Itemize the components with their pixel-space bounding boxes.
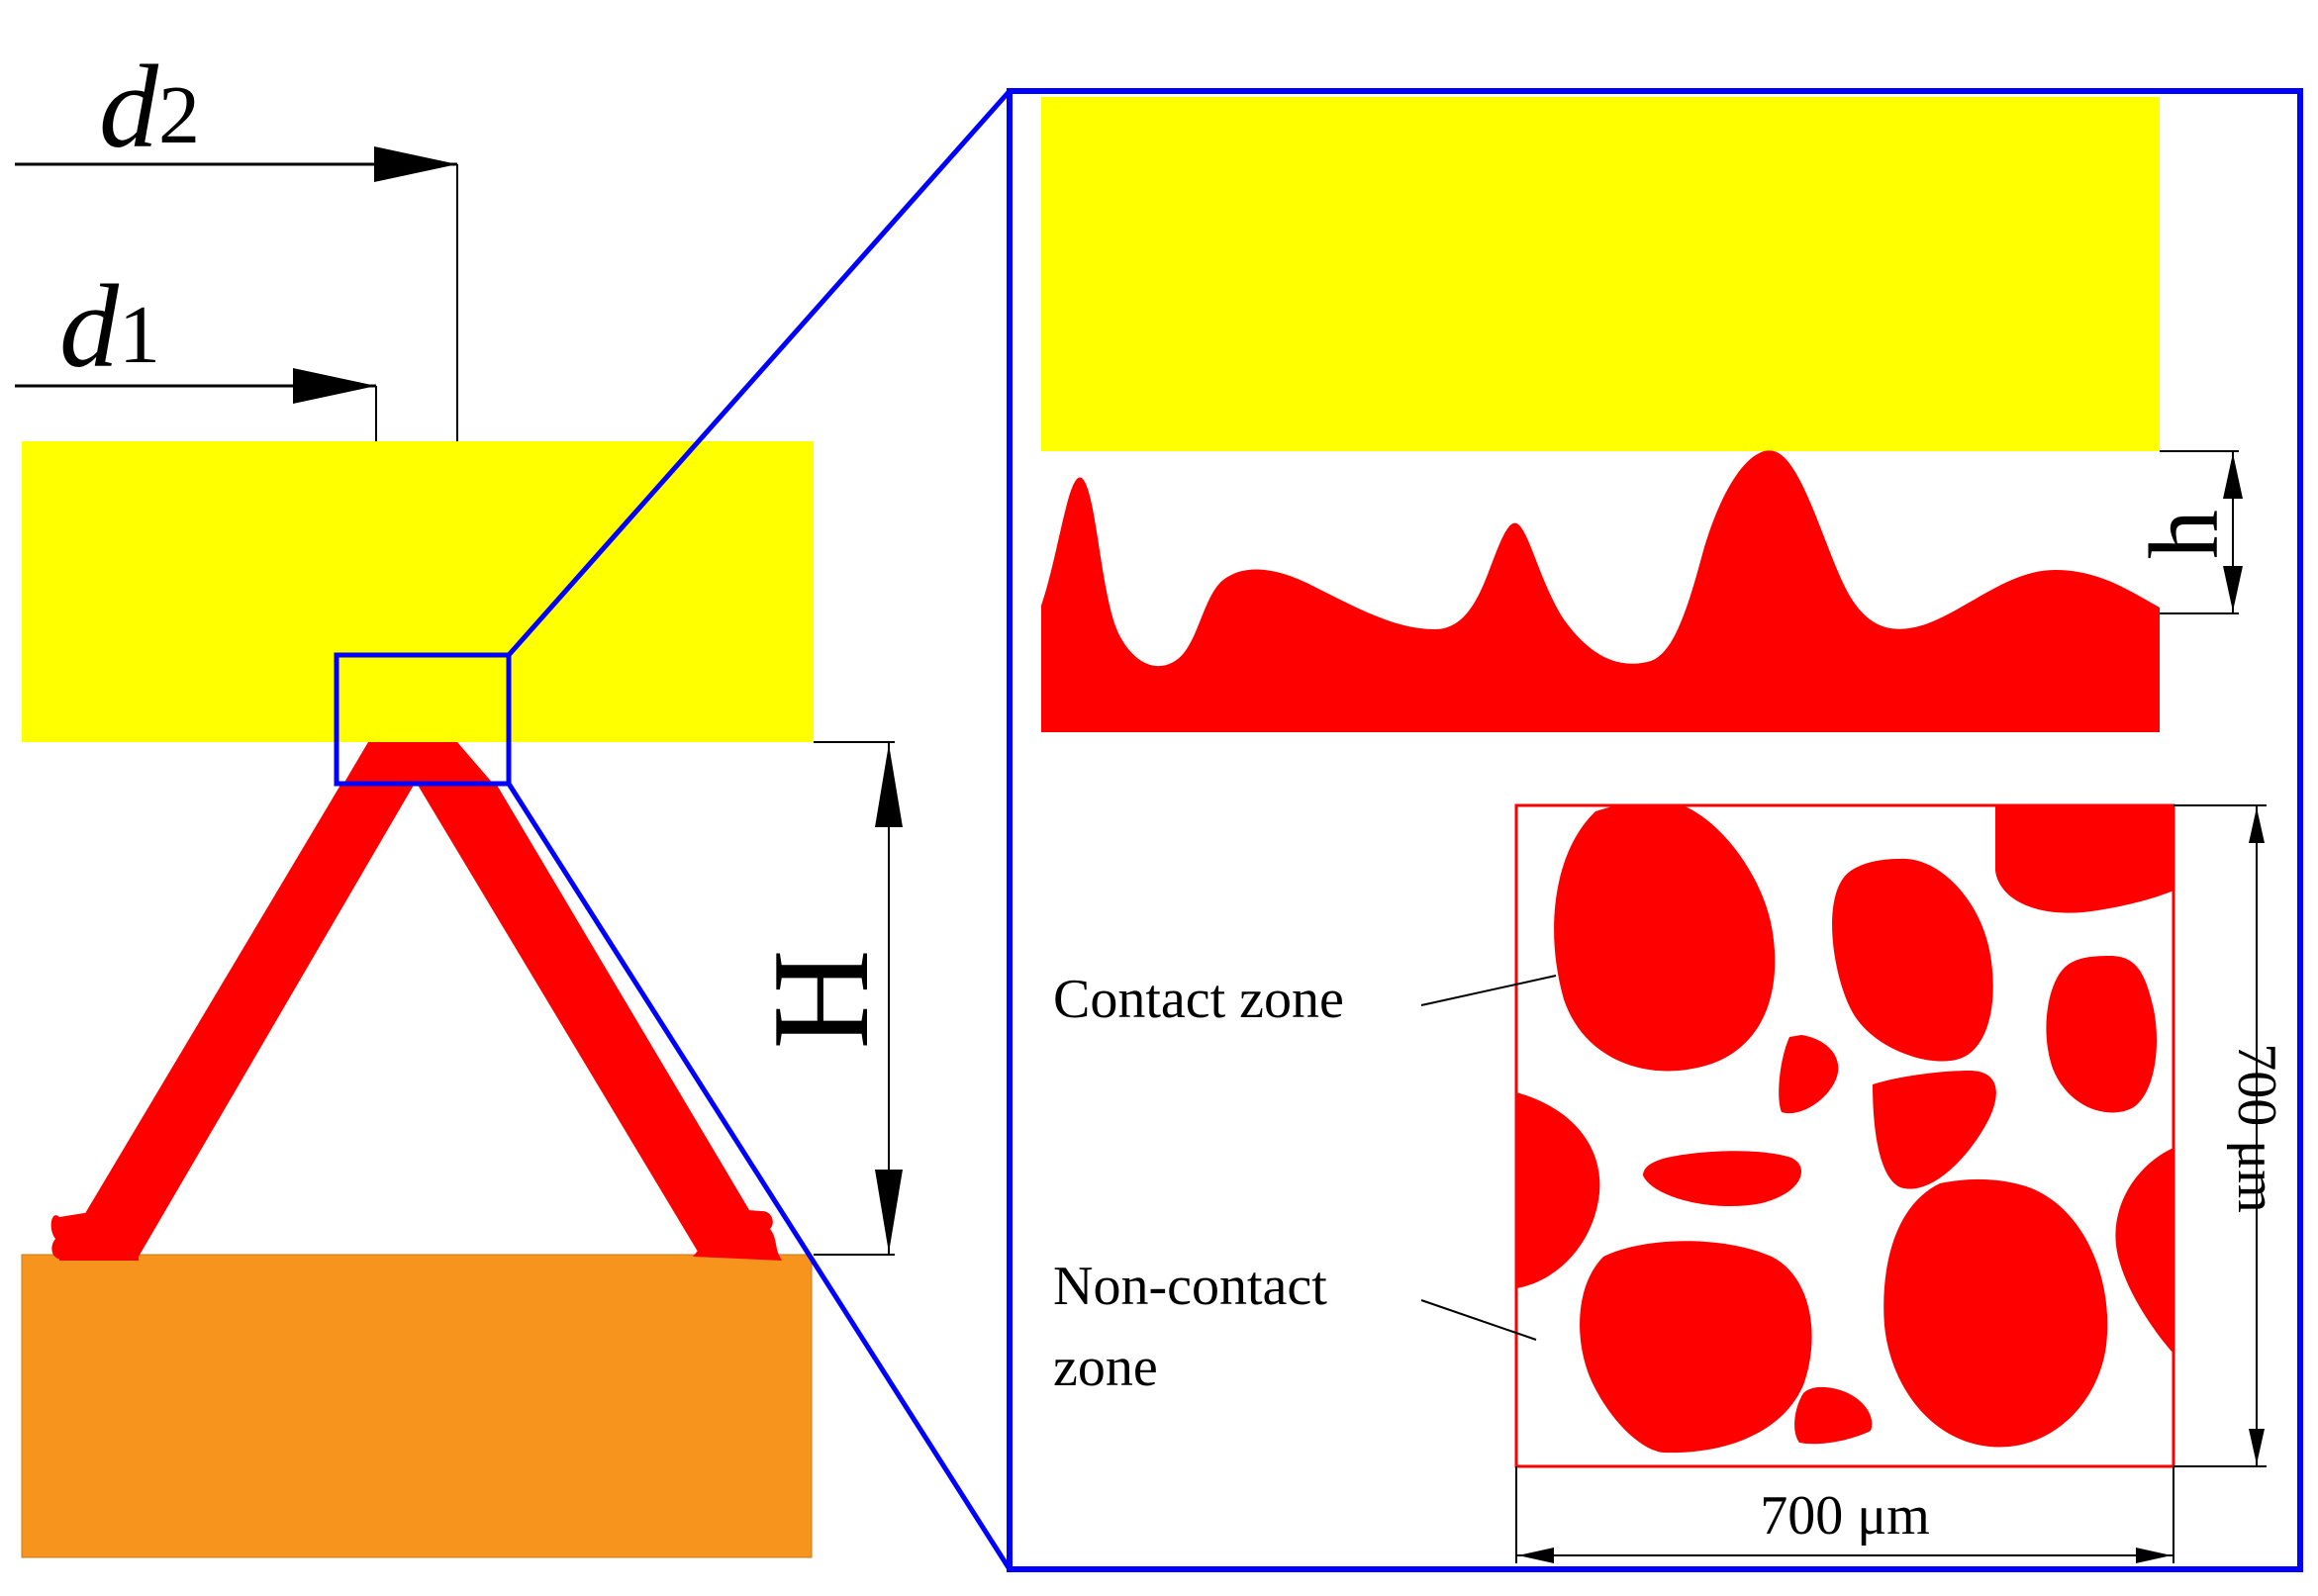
- contact-patch-9: [2115, 1148, 2173, 1354]
- contact-map: [1514, 803, 2175, 1468]
- non-contact-zone-leader: [1420, 1299, 1537, 1341]
- zoom-upper-plate: [1041, 97, 2160, 451]
- contact-patch-6: [1873, 1071, 1996, 1189]
- d2-dimension: d2: [15, 41, 458, 441]
- h-dimension: h: [2129, 450, 2243, 614]
- d2-label: d2: [99, 41, 200, 172]
- h-top-arrowhead: [2223, 453, 2243, 499]
- upper-plate: [22, 441, 814, 742]
- H-label: H: [744, 949, 898, 1049]
- contact-patch-4: [2046, 956, 2158, 1113]
- d1-label: d1: [59, 260, 160, 392]
- hdim-label: 700 μm: [1760, 1485, 1930, 1547]
- h-label: h: [2129, 510, 2239, 559]
- vdim-top-arrowhead: [2249, 807, 2265, 843]
- tip-apex: [342, 742, 495, 786]
- d2-arrowhead: [374, 146, 457, 182]
- contact-patch-7: [1516, 1092, 1600, 1288]
- contact-map-border: [1514, 803, 2175, 1468]
- non-contact-zone-label-2: zone: [1053, 1337, 1158, 1398]
- H-dimension: H: [744, 741, 903, 1256]
- zoom-line-top: [507, 89, 1012, 657]
- contact-patch-3: [1832, 858, 1993, 1062]
- contact-patch-8: [1643, 1151, 1801, 1207]
- contact-patch-11: [1580, 1241, 1812, 1454]
- surface-profile: [1041, 450, 2160, 732]
- h-bottom-arrowhead: [2223, 566, 2243, 611]
- horizontal-700um-dimension: 700 μm: [1515, 1466, 2174, 1563]
- d1-arrowhead: [293, 368, 376, 404]
- tip-left-leg: [59, 782, 416, 1257]
- contact-patch-10: [1883, 1178, 2108, 1448]
- contact-patch-1: [1554, 805, 1776, 1072]
- tip-right-foot-bulge: [693, 1209, 782, 1261]
- tip-left-foot-bulge: [50, 1209, 109, 1260]
- contact-patch-2: [1995, 805, 2173, 913]
- d1-dimension: d1: [15, 260, 377, 441]
- tip-right-leg: [416, 782, 777, 1257]
- zoom-line-bottom: [506, 782, 1013, 1571]
- contact-patch-12: [1794, 1386, 1873, 1445]
- contact-zone-label: Contact zone: [1053, 969, 1344, 1030]
- H-bottom-arrowhead: [875, 1170, 903, 1253]
- hdim-left-arrowhead: [1518, 1548, 1554, 1563]
- vertical-700um-dimension: 700 μm: [2173, 804, 2287, 1467]
- contact-patch-5: [1779, 1035, 1839, 1114]
- contact-zone-leader: [1420, 975, 1557, 1006]
- tip-structure: [50, 742, 782, 1261]
- lower-plate: [21, 1254, 813, 1558]
- H-top-arrowhead: [875, 744, 903, 827]
- non-contact-zone-label-1: Non-contact: [1053, 1256, 1327, 1317]
- hdim-right-arrowhead: [2136, 1548, 2172, 1563]
- vdim-bottom-arrowhead: [2249, 1429, 2265, 1464]
- zoom-source-box: [334, 652, 512, 787]
- vdim-label: 700 μm: [2226, 1043, 2287, 1213]
